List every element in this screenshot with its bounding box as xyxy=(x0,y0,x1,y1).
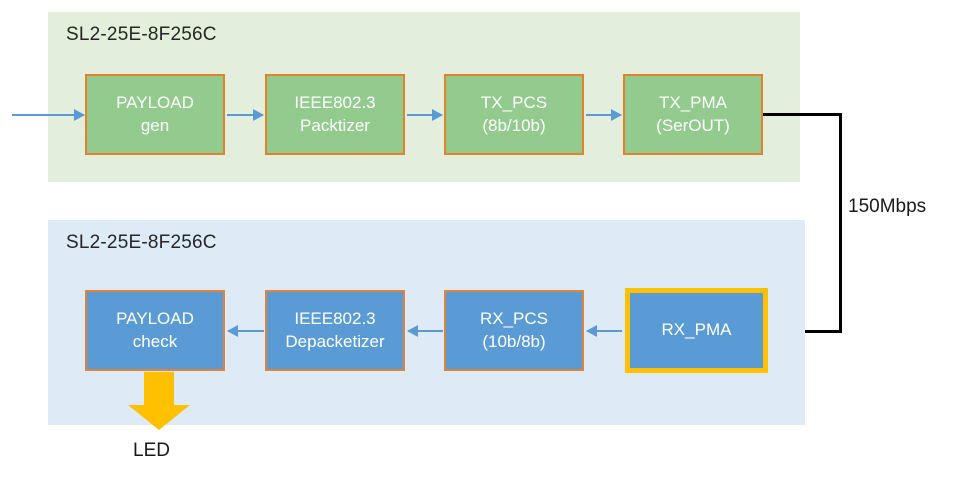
serial-link-horizontal-top xyxy=(763,113,842,116)
led-arrow-shaft xyxy=(144,372,174,406)
block-rx-pma: RX_PMA xyxy=(625,288,768,373)
arrow-payloadgen-to-packetizer xyxy=(227,109,264,121)
link-rate-label: 150Mbps xyxy=(848,196,927,217)
arrow-depacketizer-to-payloadcheck xyxy=(227,325,264,337)
block-rx-pcs: RX_PCS (10b/8b) xyxy=(444,290,584,371)
block-payload-check-line2: check xyxy=(132,331,178,351)
block-payload-check: PAYLOAD check xyxy=(85,290,225,371)
block-tx-pcs: TX_PCS (8b/10b) xyxy=(444,74,584,155)
led-label: LED xyxy=(133,440,170,461)
block-tx-pcs-line1: TX_PCS xyxy=(480,93,548,113)
block-ieee8023-packetizer: IEEE802.3 Packtizer xyxy=(265,74,405,155)
block-tx-pma-line1: TX_PMA xyxy=(658,93,728,113)
serial-link-horizontal-bottom xyxy=(782,330,842,333)
arrow-rxpcs-to-depacketizer xyxy=(407,325,443,337)
input-arrow xyxy=(12,109,85,121)
block-ieee8023-depacketizer-line2: Depacketizer xyxy=(285,331,385,351)
block-tx-pma: TX_PMA (SerOUT) xyxy=(623,74,763,155)
block-payload-gen: PAYLOAD gen xyxy=(85,74,225,155)
block-rx-pcs-line2: (10b/8b) xyxy=(482,331,546,351)
arrow-txpcs-to-txpma xyxy=(586,109,622,121)
block-payload-gen-line1: PAYLOAD xyxy=(116,93,194,113)
block-ieee8023-depacketizer: IEEE802.3 Depacketizer xyxy=(265,290,405,371)
led-arrow-icon xyxy=(128,372,190,430)
block-ieee8023-packetizer-line2: Packtizer xyxy=(300,115,370,135)
block-rx-pma-line1: RX_PMA xyxy=(661,320,732,340)
block-tx-pma-line2: (SerOUT) xyxy=(656,115,730,135)
rx-panel-title: SL2-25E-8F256C xyxy=(66,232,217,253)
tx-panel-title: SL2-25E-8F256C xyxy=(66,24,217,45)
block-ieee8023-packetizer-line1: IEEE802.3 xyxy=(294,93,376,113)
block-rx-pcs-line1: RX_PCS xyxy=(479,309,549,329)
block-tx-pcs-line2: (8b/10b) xyxy=(482,115,546,135)
arrow-packetizer-to-txpcs xyxy=(407,109,443,121)
block-payload-gen-line2: gen xyxy=(140,115,170,135)
arrow-rxpma-to-rxpcs xyxy=(586,325,622,337)
led-arrow-head xyxy=(128,405,190,430)
serial-link-vertical xyxy=(839,113,842,333)
block-ieee8023-depacketizer-line1: IEEE802.3 xyxy=(294,309,376,329)
block-payload-check-line1: PAYLOAD xyxy=(116,309,194,329)
